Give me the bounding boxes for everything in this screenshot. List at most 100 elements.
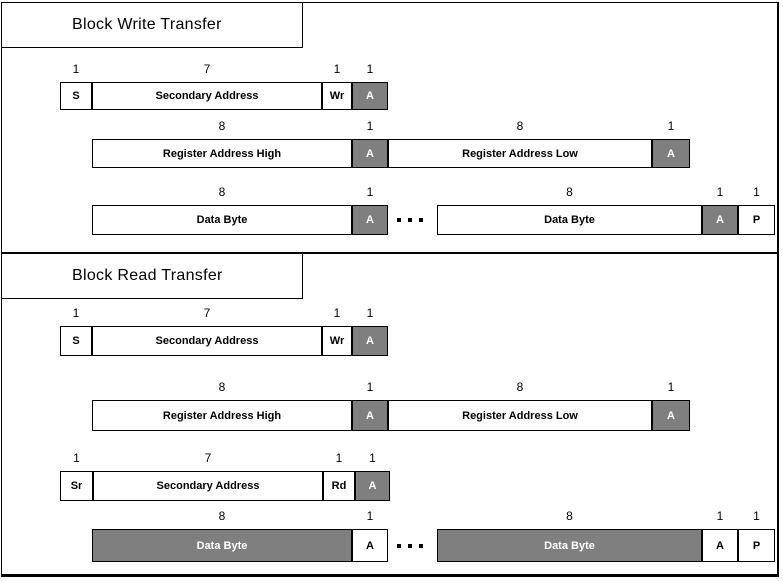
dot: [408, 543, 412, 548]
bit-count: 1: [753, 185, 760, 199]
cell-a: A: [702, 205, 738, 235]
cell-label: P: [752, 214, 761, 226]
cell-register-address-low: Register Address Low: [388, 400, 652, 431]
cell-label: Data Byte: [544, 214, 595, 226]
bit-count: 1: [369, 451, 376, 465]
cell-label: A: [366, 147, 374, 160]
bit-count: 8: [566, 509, 573, 523]
bit-count: 1: [667, 119, 675, 133]
cell-secondary-address: Secondary Address: [92, 82, 322, 110]
bit-count: 8: [218, 185, 226, 199]
cell-label: Data Byte: [544, 539, 595, 552]
cell-wr: Wr: [322, 82, 352, 110]
bit-count: 8: [516, 119, 524, 133]
cell-label: A: [716, 214, 724, 226]
bit-count: 1: [72, 306, 80, 320]
cell-label: Register Address Low: [462, 409, 578, 422]
bit-count: 1: [667, 380, 675, 394]
bit-count: 7: [203, 62, 211, 76]
bit-count: 1: [753, 509, 760, 523]
cell-register-address-high: Register Address High: [92, 139, 352, 168]
cell-label: A: [716, 539, 724, 552]
cell-label: S: [72, 90, 80, 102]
ellipsis-dots: [390, 205, 430, 235]
cell-a: A: [352, 82, 388, 110]
cell-rd: Rd: [323, 471, 355, 501]
bit-count: 1: [72, 62, 80, 76]
cell-a: A: [652, 139, 690, 168]
cell-label: A: [366, 214, 374, 226]
section-title-box: Block Write Transfer: [1, 2, 303, 48]
cell-register-address-low: Register Address Low: [388, 139, 652, 168]
bit-count: 1: [366, 185, 374, 199]
section-title: Block Read Transfer: [72, 267, 223, 284]
cell-secondary-address: Secondary Address: [93, 471, 323, 501]
bit-count: 8: [218, 119, 226, 133]
bit-count: 1: [73, 451, 80, 465]
cell-label: P: [752, 539, 761, 552]
bit-count: 8: [566, 185, 573, 199]
cell-wr: Wr: [322, 326, 352, 356]
bit-count: 1: [716, 185, 724, 199]
bit-count: 1: [333, 306, 341, 320]
dot: [419, 218, 423, 222]
section-title: Block Write Transfer: [72, 16, 222, 33]
bit-count: 1: [366, 119, 374, 133]
cell-label: A: [366, 335, 374, 347]
bit-count: 1: [366, 509, 374, 523]
section-frame: [1, 253, 779, 577]
cell-label: Register Address High: [162, 147, 282, 160]
bit-count: 1: [366, 62, 374, 76]
bit-count: 8: [218, 380, 226, 394]
cell-label: Data Byte: [196, 539, 248, 552]
cell-label: Sr: [70, 480, 83, 492]
cell-a: A: [652, 400, 690, 431]
cell-p: P: [738, 529, 775, 562]
cell-label: Secondary Address: [155, 90, 259, 102]
cell-label: A: [366, 409, 374, 422]
cell-data-byte: Data Byte: [92, 205, 352, 235]
cell-s: S: [60, 326, 92, 356]
cell-register-address-high: Register Address High: [92, 400, 352, 431]
bit-count: 1: [335, 451, 343, 465]
cell-label: Rd: [331, 480, 347, 492]
cell-label: A: [368, 480, 377, 492]
bit-count: 8: [516, 380, 524, 394]
cell-label: A: [366, 90, 374, 102]
section-frame: [1, 2, 779, 253]
cell-a: A: [702, 529, 738, 562]
cell-s: S: [60, 82, 92, 110]
cell-sr: Sr: [60, 471, 93, 501]
cell-label: A: [366, 539, 374, 552]
cell-label: Secondary Address: [155, 335, 259, 347]
cell-data-byte: Data Byte: [437, 205, 702, 235]
bit-count: 7: [204, 451, 212, 465]
cell-a: A: [352, 205, 388, 235]
dot: [419, 543, 423, 548]
cell-a: A: [352, 326, 388, 356]
bit-count: 1: [333, 62, 341, 76]
bit-count: 8: [218, 509, 226, 523]
cell-a: A: [355, 471, 390, 501]
cell-secondary-address: Secondary Address: [92, 326, 322, 356]
dot: [397, 543, 401, 548]
bit-count: 1: [716, 509, 724, 523]
bit-count: 1: [366, 380, 374, 394]
cell-label: Data Byte: [196, 214, 248, 226]
cell-label: A: [667, 409, 675, 422]
cell-a: A: [352, 400, 388, 431]
cell-label: Register Address Low: [462, 147, 578, 160]
dot: [397, 218, 401, 222]
cell-data-byte: Data Byte: [92, 529, 352, 562]
cell-label: Secondary Address: [156, 480, 260, 492]
cell-data-byte: Data Byte: [437, 529, 702, 562]
cell-label: S: [72, 335, 80, 347]
cell-label: Wr: [329, 335, 345, 347]
dot: [408, 218, 412, 222]
cell-label: Wr: [329, 90, 345, 102]
cell-a: A: [352, 529, 388, 562]
cell-label: Register Address High: [162, 409, 282, 422]
cell-a: A: [352, 139, 388, 168]
ellipsis-dots: [390, 529, 430, 562]
